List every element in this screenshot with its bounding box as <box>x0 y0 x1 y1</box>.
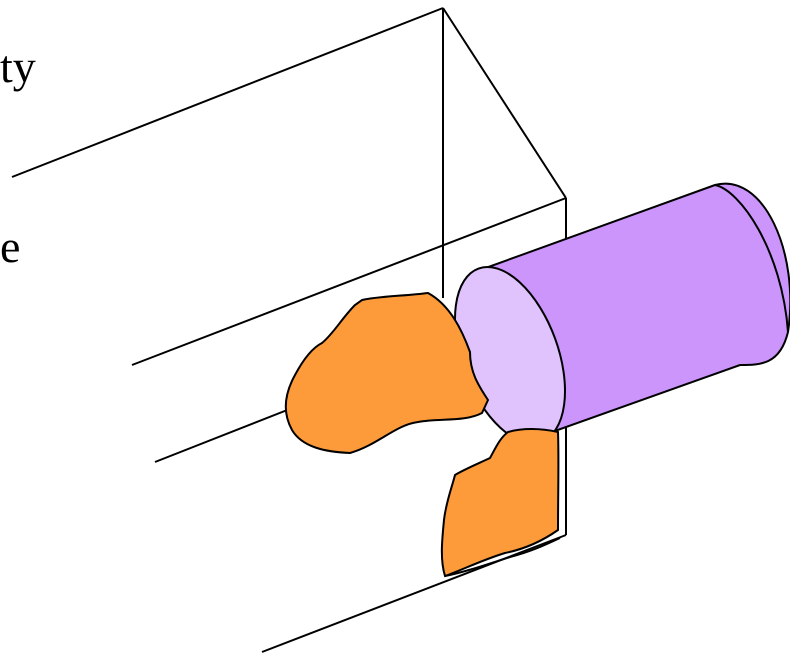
orange-fragment-upper <box>284 291 490 455</box>
orange-fragment-lower <box>440 428 560 578</box>
label-middle: e <box>0 221 20 272</box>
label-top: ty <box>0 41 36 92</box>
orange-fragment-lower-inner-edge <box>444 537 561 577</box>
box-lower-edge <box>154 404 301 463</box>
cylinder <box>454 182 790 449</box>
orange-fragments <box>284 291 561 578</box>
box-top-edge <box>11 7 444 178</box>
cylinder-body-outline <box>714 184 789 333</box>
box-mid-edge <box>131 197 567 366</box>
box-bottom-edge <box>261 534 567 653</box>
box-diagonal-edge <box>442 7 567 199</box>
